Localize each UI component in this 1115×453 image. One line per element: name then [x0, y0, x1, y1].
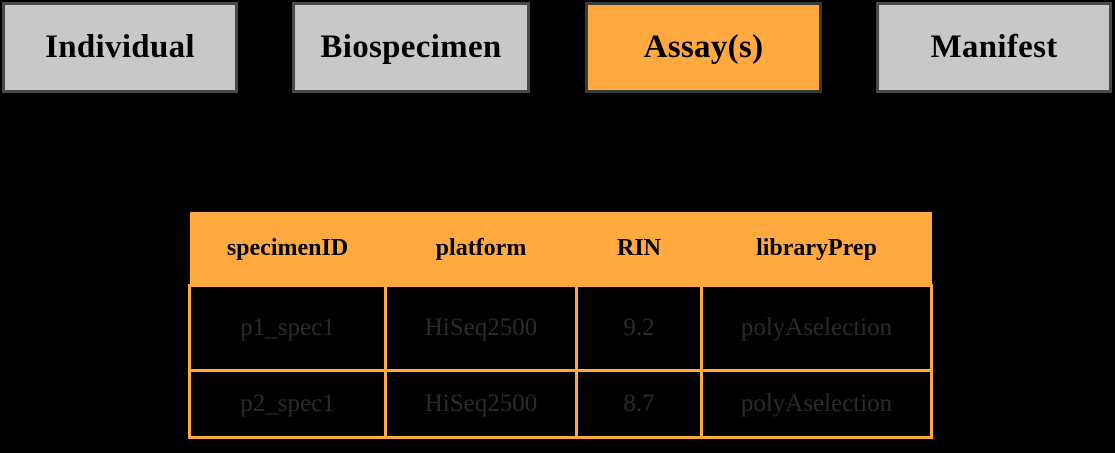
table-row[interactable]: p2_spec1 HiSeq2500 8.7 polyAselection [188, 369, 933, 439]
tab-individual[interactable]: Individual [2, 2, 238, 93]
cell-platform: HiSeq2500 [384, 284, 578, 372]
tab-assays-label: Assay(s) [643, 29, 764, 65]
cell-libraryprep: polyAselection [700, 369, 933, 439]
tab-assays[interactable]: Assay(s) [585, 2, 822, 93]
table-row[interactable]: p1_spec1 HiSeq2500 9.2 polyAselection [188, 284, 933, 372]
assay-table: specimenID platform RIN libraryPrep p1_s… [188, 212, 933, 439]
cell-platform: HiSeq2500 [384, 369, 578, 439]
tab-biospecimen[interactable]: Biospecimen [292, 2, 530, 93]
cell-rin: 8.7 [575, 369, 703, 439]
column-header-rin: RIN [576, 212, 702, 286]
column-header-specimenid: specimenID [189, 212, 386, 286]
cell-specimenid: p2_spec1 [188, 369, 387, 439]
assay-table-head: specimenID platform RIN libraryPrep [189, 212, 932, 286]
tab-individual-label: Individual [45, 29, 195, 65]
column-header-platform: platform [385, 212, 577, 286]
table-header-row: specimenID platform RIN libraryPrep [189, 212, 932, 286]
tab-biospecimen-label: Biospecimen [320, 29, 502, 65]
cell-rin: 9.2 [575, 284, 703, 372]
column-header-libraryprep: libraryPrep [701, 212, 932, 286]
tab-manifest[interactable]: Manifest [876, 2, 1112, 93]
cell-specimenid: p1_spec1 [188, 284, 387, 372]
cell-libraryprep: polyAselection [700, 284, 933, 372]
assay-table-body: p1_spec1 HiSeq2500 9.2 polyAselection p2… [188, 284, 933, 439]
tab-manifest-label: Manifest [930, 29, 1058, 65]
